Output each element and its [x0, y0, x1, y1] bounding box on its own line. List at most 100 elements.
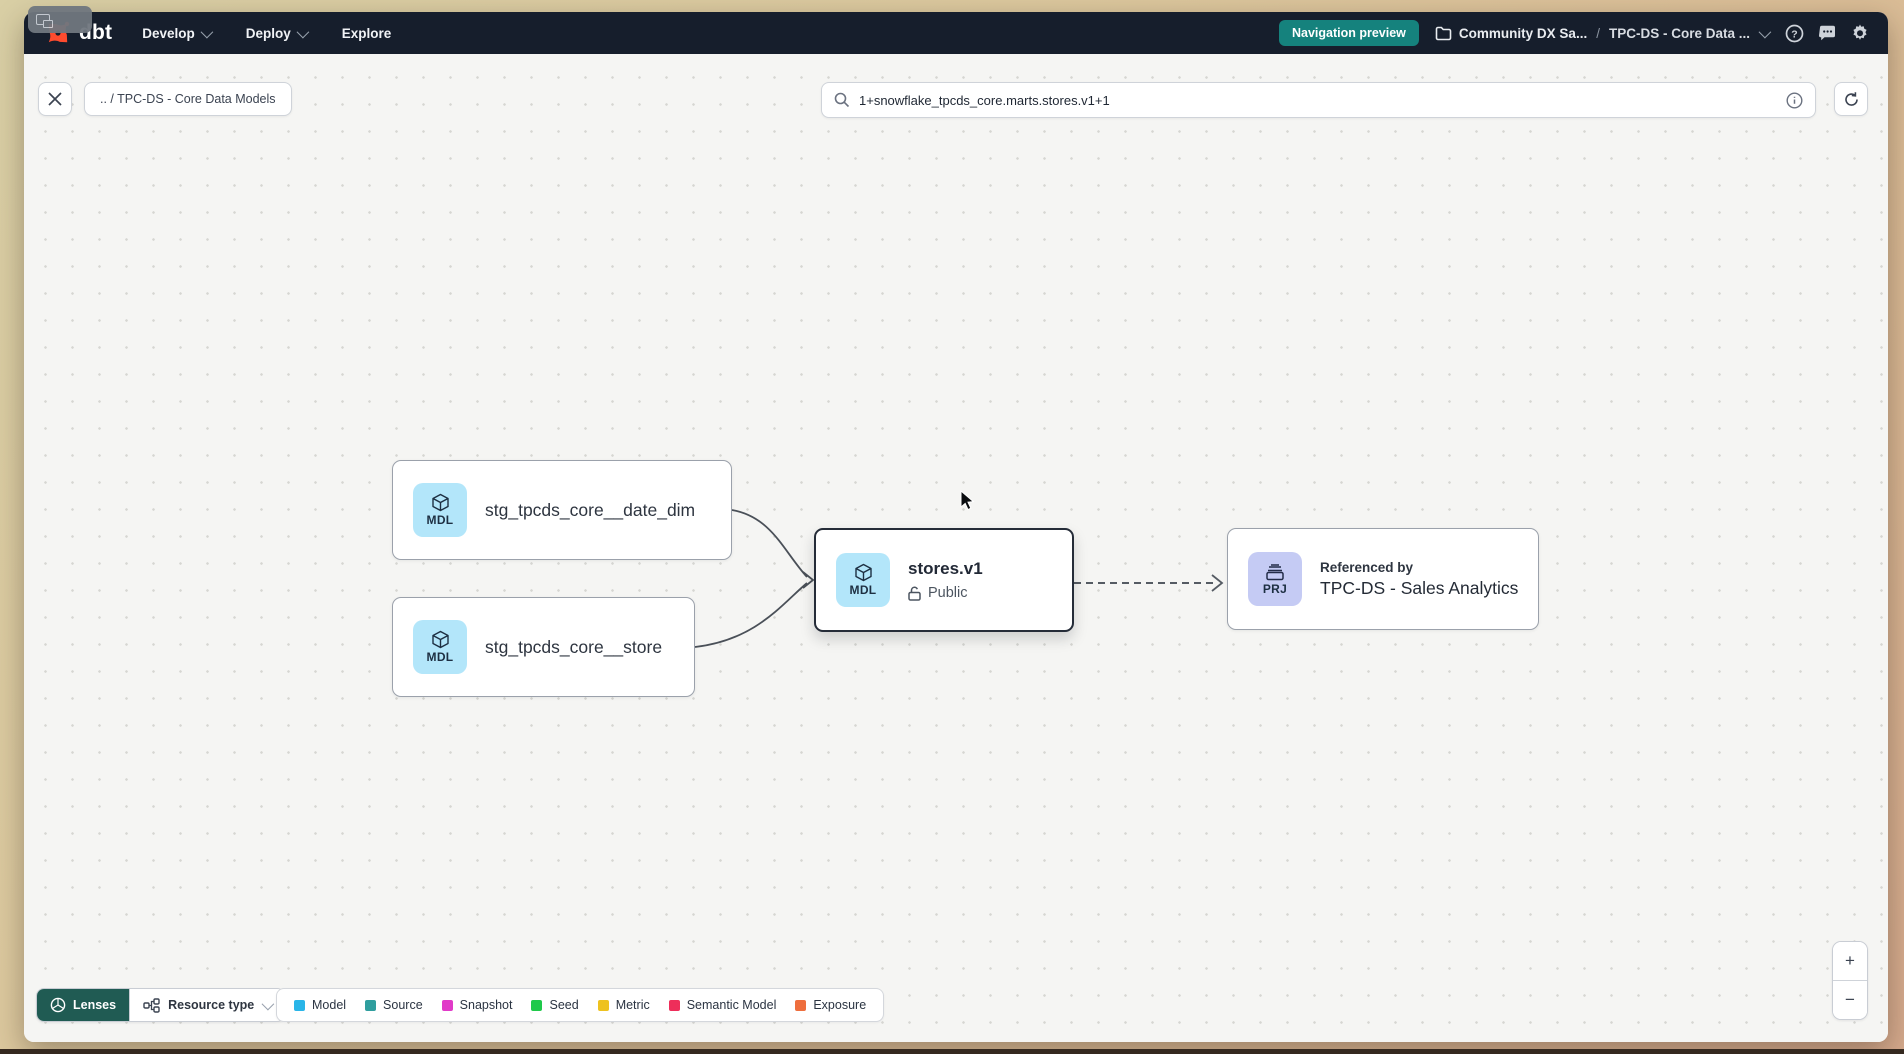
legend-item-model: Model — [294, 998, 346, 1012]
header-right: Navigation preview Community DX Sa... / … — [1278, 20, 1870, 46]
legend-swatch — [597, 999, 609, 1011]
lineage-canvas[interactable]: .. / TPC-DS - Core Data Models — [24, 54, 1888, 1042]
legend-label: Source — [383, 998, 423, 1012]
legend-label: Exposure — [813, 998, 867, 1012]
chevron-down-icon — [200, 25, 214, 38]
folder-icon — [1435, 26, 1452, 40]
node-access-row: Public — [908, 585, 983, 601]
header-icons: ? — [1784, 23, 1870, 43]
legend-swatch — [531, 999, 543, 1011]
lenses-button[interactable]: Lenses — [37, 989, 130, 1021]
lineage-breadcrumb-chip[interactable]: .. / TPC-DS - Core Data Models — [84, 82, 292, 116]
refresh-icon — [1844, 91, 1858, 106]
legend-label: Metric — [615, 998, 650, 1012]
breadcrumb-separator: / — [1596, 25, 1600, 41]
resource-type-dropdown[interactable]: Resource type — [129, 989, 285, 1021]
cube-icon — [431, 493, 449, 512]
primary-nav: Develop Deploy Explore — [142, 25, 392, 41]
node-stg-tpcds-core-store[interactable]: MDL stg_tpcds_core__store — [392, 597, 695, 697]
badge-label: PRJ — [1262, 581, 1288, 596]
svg-text:?: ? — [1791, 28, 1797, 40]
mouse-cursor — [960, 490, 975, 511]
lenses-label: Lenses — [73, 998, 117, 1012]
chevron-down-icon — [296, 25, 310, 38]
model-badge: MDL — [836, 553, 890, 607]
node-stores-v1[interactable]: MDL stores.v1 Public — [814, 528, 1074, 632]
navigation-preview-badge[interactable]: Navigation preview — [1278, 20, 1419, 46]
nav-item-deploy[interactable]: Deploy — [245, 25, 310, 41]
app-window: dbt Develop Deploy Explore Navigation pr… — [24, 12, 1888, 1042]
info-icon[interactable] — [1786, 91, 1803, 109]
breadcrumb-project[interactable]: Community DX Sa... — [1435, 26, 1587, 41]
node-title: stores.v1 — [908, 559, 983, 578]
top-nav-bar: dbt Develop Deploy Explore Navigation pr… — [24, 12, 1888, 54]
resource-type-label: Resource type — [168, 998, 255, 1012]
legend-label: Seed — [549, 998, 579, 1012]
node-label: stg_tpcds_core__store — [485, 636, 663, 657]
legend-item-exposure: Exposure — [795, 998, 866, 1012]
window-icon — [36, 14, 53, 28]
zoom-out-button[interactable]: − — [1833, 981, 1867, 1019]
stacked-drawers-icon — [1266, 563, 1284, 580]
node-text: stores.v1 Public — [908, 559, 983, 601]
feedback-icon[interactable] — [1817, 23, 1837, 43]
close-icon — [48, 92, 62, 106]
nav-item-explore[interactable]: Explore — [342, 26, 392, 41]
legend-item-snapshot: Snapshot — [441, 998, 513, 1012]
node-referenced-by-project[interactable]: PRJ Referenced by TPC-DS - Sales Analyti… — [1227, 528, 1539, 630]
zoom-controls: + − — [1832, 941, 1868, 1020]
lineage-search-bar — [821, 82, 1816, 118]
badge-label: MDL — [849, 583, 877, 597]
arrowhead-icon — [802, 571, 815, 589]
close-button[interactable] — [38, 82, 72, 116]
unlock-icon — [908, 586, 921, 601]
model-badge: MDL — [413, 483, 467, 537]
legend-item-metric: Metric — [597, 998, 650, 1012]
nav-deploy-label: Deploy — [245, 25, 291, 41]
legend-label: Model — [312, 998, 347, 1012]
search-icon — [834, 92, 850, 108]
help-icon[interactable]: ? — [1784, 23, 1804, 43]
legend-swatch — [294, 999, 305, 1011]
nav-develop-label: Develop — [142, 25, 195, 41]
screen-share-tab — [28, 6, 92, 33]
legend-item-source: Source — [365, 998, 423, 1012]
legend-label: Snapshot — [459, 998, 513, 1012]
badge-label: MDL — [426, 650, 454, 664]
divider — [1833, 980, 1867, 981]
nav-explore-label: Explore — [341, 25, 392, 41]
lens-aperture-icon — [50, 997, 66, 1013]
resource-type-legend: Model Source Snapshot Seed Metric Semant… — [276, 988, 885, 1022]
legend-swatch — [365, 999, 377, 1011]
search-input[interactable] — [859, 92, 1777, 108]
cube-icon — [431, 630, 449, 649]
legend-item-seed: Seed — [531, 998, 579, 1012]
legend-swatch — [441, 999, 453, 1011]
resource-graph-icon — [143, 997, 160, 1013]
cube-icon — [854, 563, 872, 582]
legend-label: Semantic Model — [686, 998, 777, 1012]
zoom-in-button[interactable]: + — [1833, 942, 1867, 980]
chevron-down-icon — [261, 997, 275, 1010]
legend-item-semantic-model: Semantic Model — [668, 998, 777, 1012]
legend-swatch — [668, 999, 680, 1011]
refresh-button[interactable] — [1834, 82, 1868, 116]
nav-item-develop[interactable]: Develop — [142, 25, 214, 41]
arrowhead-icon — [1211, 574, 1224, 592]
node-label: stg_tpcds_core__date_dim — [485, 499, 696, 520]
node-text: Referenced by TPC-DS - Sales Analytics — [1320, 560, 1518, 599]
view-controls: Lenses Resource type — [36, 988, 286, 1022]
node-stg-tpcds-core-date-dim[interactable]: MDL stg_tpcds_core__date_dim — [392, 460, 732, 560]
badge-label: MDL — [426, 513, 454, 527]
node-access-label: Public — [928, 585, 968, 601]
breadcrumb: Community DX Sa... / TPC-DS - Core Data … — [1435, 25, 1772, 41]
legend-swatch — [795, 999, 807, 1011]
node-overline: Referenced by — [1320, 559, 1414, 575]
breadcrumb-section[interactable]: TPC-DS - Core Data ... — [1608, 25, 1750, 41]
node-title: TPC-DS - Sales Analytics — [1320, 577, 1519, 598]
model-badge: MDL — [413, 620, 467, 674]
settings-gear-icon[interactable] — [1850, 23, 1870, 43]
chevron-down-icon[interactable] — [1758, 25, 1772, 38]
project-badge: PRJ — [1248, 552, 1302, 606]
breadcrumb-project-label: Community DX Sa... — [1458, 25, 1588, 41]
